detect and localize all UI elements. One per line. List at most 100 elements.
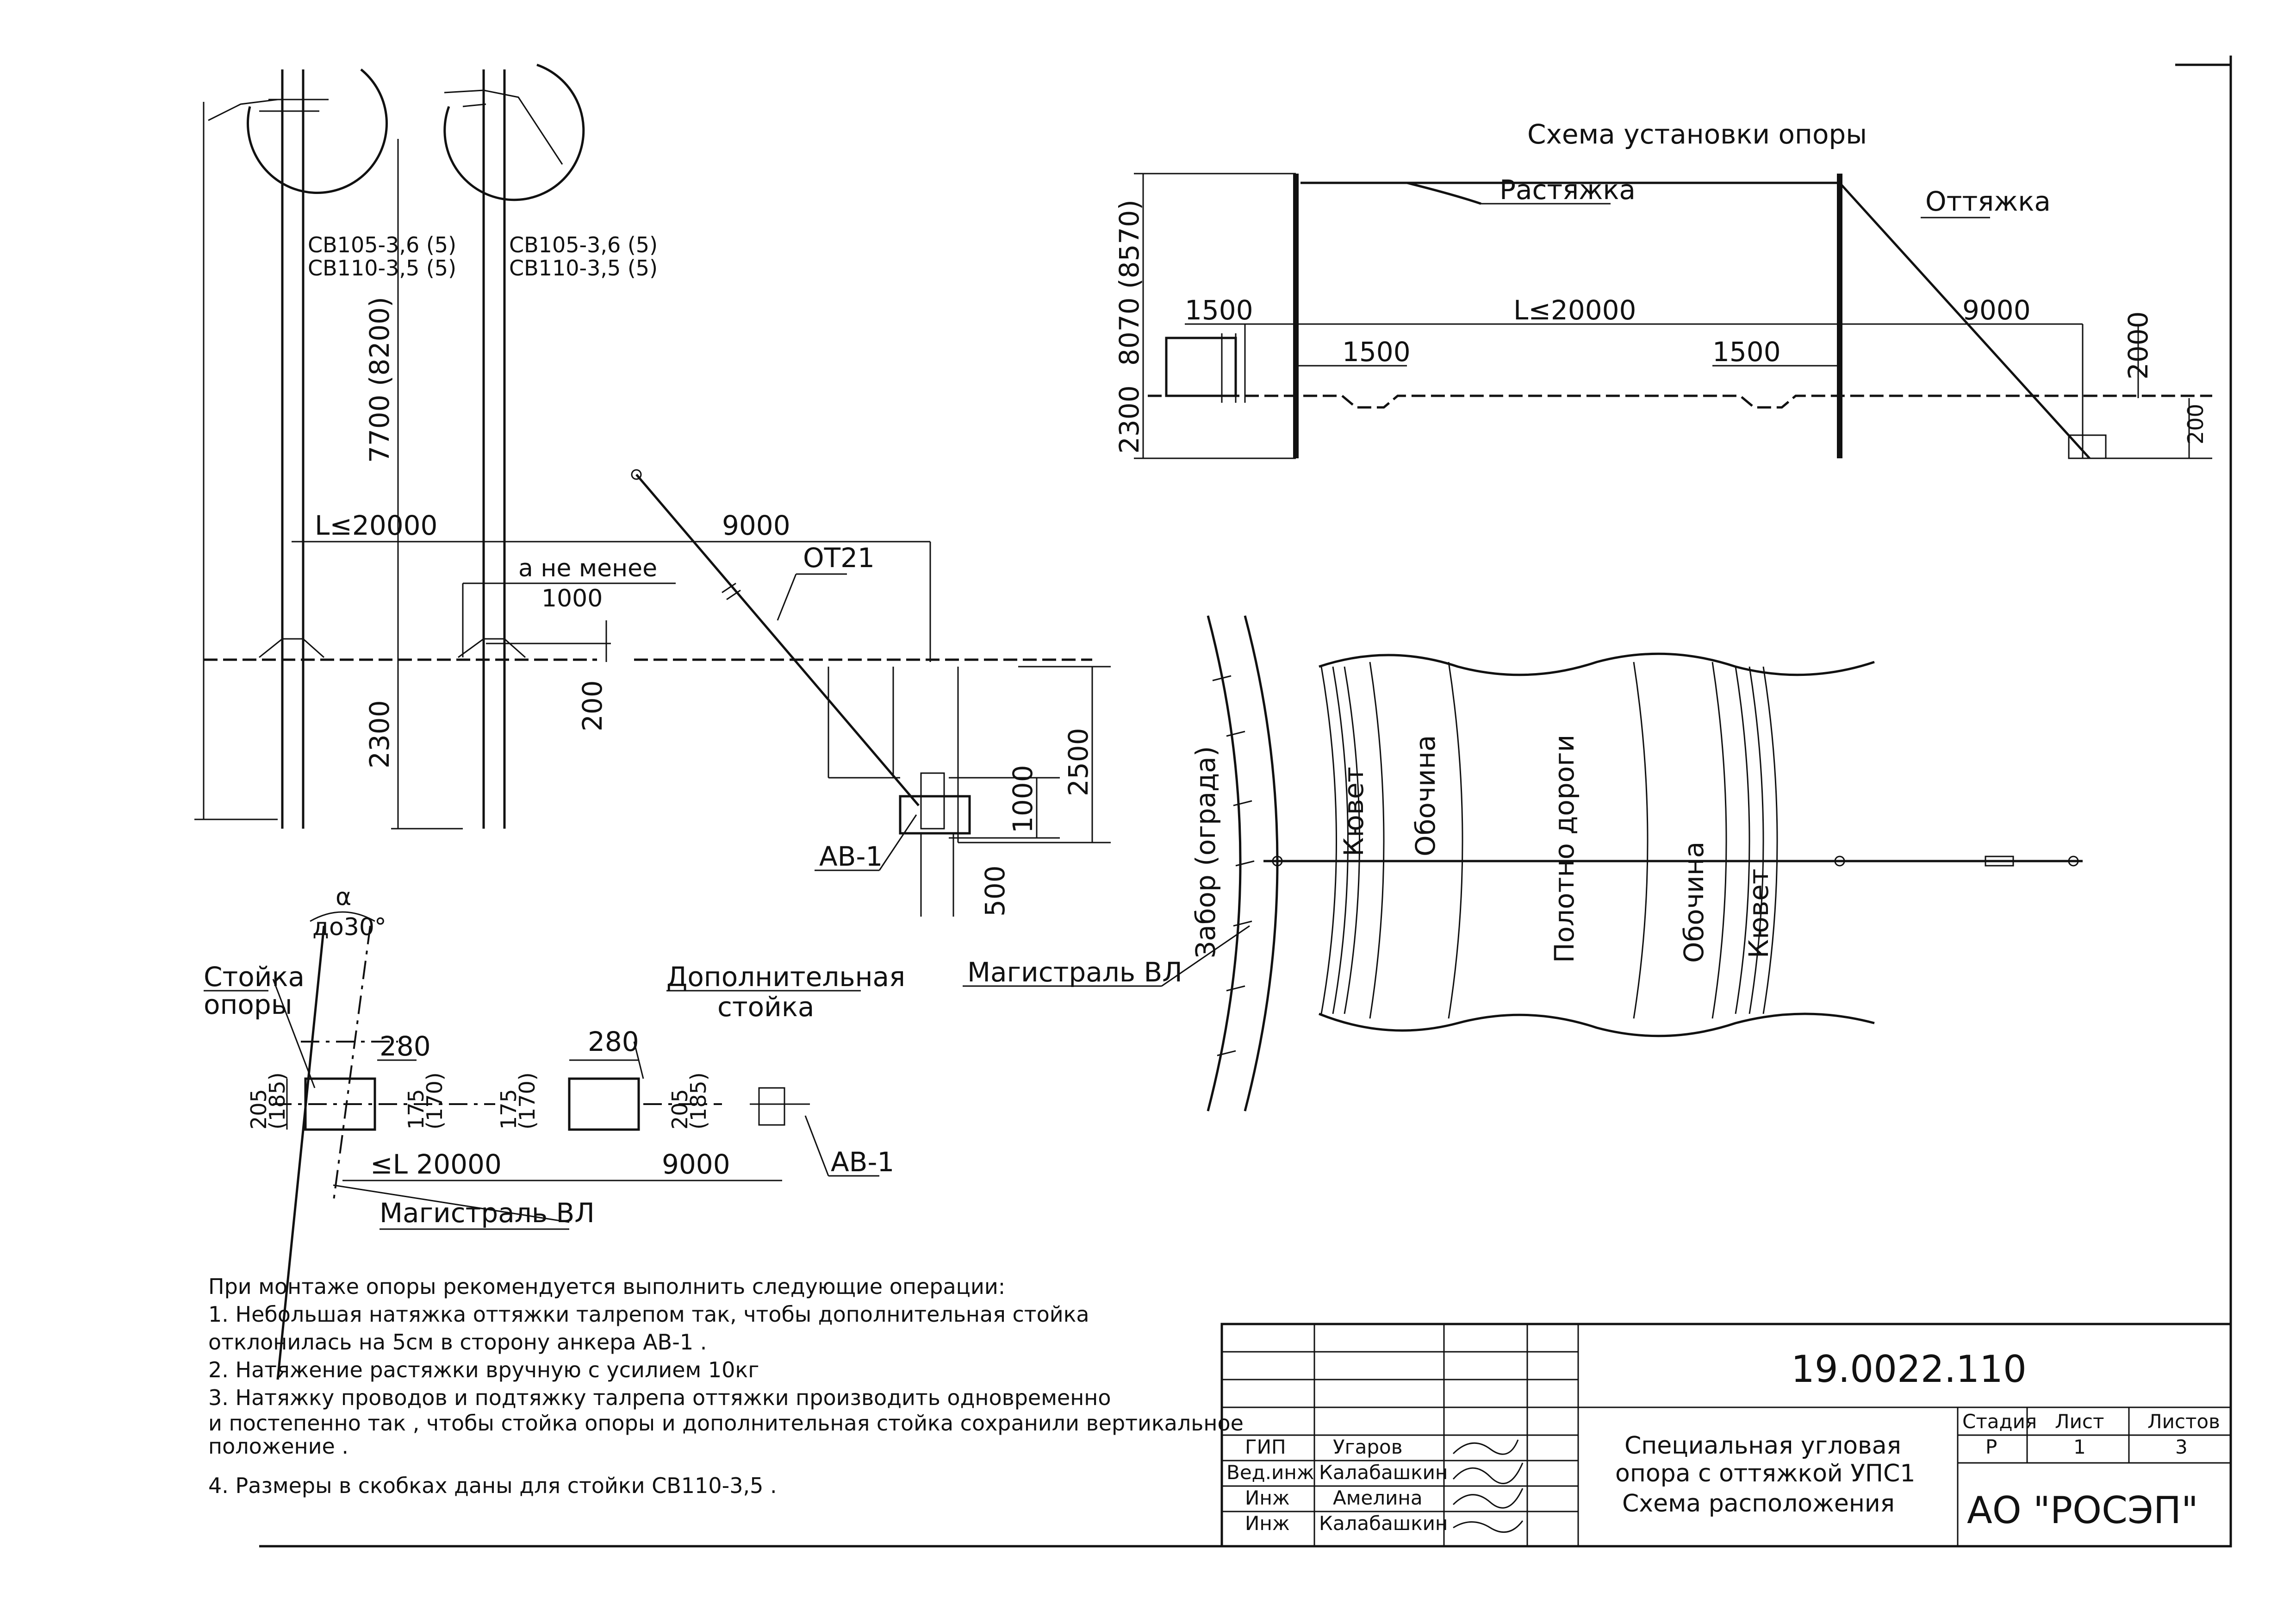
sheets-head: Листов [2147,1410,2220,1433]
dim-280-a: 280 [380,1031,431,1062]
pole-label-2b: СВ110-3,5 (5) [509,256,658,281]
title-block: 19.0022.110 Стадия Лист Листов Р 1 3 АО … [1220,1323,2232,1548]
role-1: Вед.инж [1226,1461,1314,1484]
ditch-left-label: Кювет [1338,767,1369,856]
dim-280-b: 280 [588,1026,639,1057]
pole-label-1a: СВ105-3,6 (5) [308,232,456,257]
note-line-6: положение . [208,1434,348,1459]
note-line-0: При монтаже опоры рекомендуется выполнит… [208,1274,1005,1299]
road-scheme: Забор (ограда) Кювет Обочина Полотно дор… [963,615,2083,1112]
stage-value: Р [1985,1436,1997,1458]
plan-anchor-label: АВ-1 [831,1146,894,1178]
guy-wire [635,474,920,806]
dim-175-b: 175 [496,1089,521,1130]
pole-footprint [304,1077,376,1131]
role-3: Инж [1245,1512,1290,1535]
right-200: 200 [2183,404,2208,444]
signature-2 [1452,1488,1524,1509]
dim-205-a: 205 [246,1089,271,1130]
extra-label-2: стойка [717,991,814,1023]
pole-label-2: опоры [204,989,292,1020]
name-1: Калабашкин [1319,1461,1448,1484]
name-2: Амелина [1333,1487,1423,1509]
dim-170-b: (170) [515,1072,540,1130]
ditch-1500a: 1500 [1342,336,1411,368]
pole-label: Стойка [204,961,305,993]
road-top [1319,652,1875,676]
anchor-block [899,795,971,835]
sheet-value: 1 [2073,1436,2086,1458]
install-anchor-9000: 9000 [1962,294,2031,326]
install-depth: 2300 [1114,385,1145,454]
install-ground [1148,394,2212,409]
alpha-label: α [336,883,351,911]
pole-label-1b: СВ110-3,5 (5) [308,256,456,281]
pole-label-2a: СВ105-3,6 (5) [509,232,658,257]
note-line-2: отклонилась на 5см в сторону анкера АВ-1… [208,1330,707,1355]
install-scheme: Схема установки опоры Растяжка Оттяжка 8… [1114,119,2212,459]
dim-170-a: (170) [422,1072,447,1130]
pole-depth-label: 2300 [364,700,395,768]
signature-0 [1452,1439,1519,1455]
dim-185-b: (185) [686,1072,711,1130]
min-label: а не менее [518,555,657,582]
right-2000: 2000 [2122,311,2154,380]
anchor-depth-label: 2500 [1063,728,1094,796]
extra-pole-footprint [568,1077,640,1131]
title-line-1: опора с оттяжкой УПС1 [1615,1460,1915,1487]
note-line-1: 1. Небольшая натяжка оттяжки талрепом та… [208,1302,1089,1327]
min-value: 1000 [541,585,603,612]
span-label: L≤20000 [315,510,437,541]
title-line-0: Специальная угловая [1624,1432,1901,1460]
dim-205-b: 205 [667,1089,692,1130]
sheet-head: Лист [2055,1410,2104,1433]
dim-185-a: (185) [265,1072,290,1130]
shoulder-left-label: Обочина [1410,735,1441,856]
ditch-1500b: 1500 [1712,336,1781,368]
anchor-block-label: 1000 [1007,765,1039,833]
role-2: Инж [1245,1487,1290,1509]
pole-height-label: 7700 (8200) [364,297,395,463]
ditch-right-label: Кювет [1743,868,1774,958]
shoulder-right-label: Обочина [1678,842,1710,963]
plan-line-label: Магистраль ВЛ [380,1197,595,1229]
note-line-7: 4. Размеры в скобках даны для стойки СВ1… [208,1473,777,1498]
anchor-distance-label: 9000 [722,510,790,541]
note-line-3: 2. Натяжение растяжки вручную с усилием … [208,1357,759,1382]
stage-head: Стадия [1962,1410,2037,1433]
role-0: ГИП [1245,1436,1286,1458]
signature-1 [1452,1462,1524,1485]
detail-circle-1 [247,69,388,194]
detail-circle-2 [443,63,585,201]
elevation-view: 7700 (8200) 2300 СВ105-3,6 (5) СВ110-3,5… [194,63,1111,917]
offset-200-label: 200 [577,680,608,731]
brace-label: Растяжка [1500,174,1636,206]
note-line-5: и постепенно так , чтобы стойка опоры и … [208,1411,1244,1436]
title-line-2: Схема расположения [1622,1490,1895,1518]
angle-label: до30° [312,913,386,941]
guy-wire-label: Оттяжка [1925,186,2051,217]
install-span: L≤20000 [1513,294,1636,326]
road-line-label: Магистраль ВЛ [967,956,1182,988]
guy-label: ОТ21 [803,542,875,574]
anchor-label: АВ-1 [819,841,883,872]
fence-label: Забор (ограда) [1190,746,1221,958]
anchor-width-label: 500 [979,865,1011,917]
install-left-1500: 1500 [1185,294,1253,326]
name-0: Угаров [1333,1436,1403,1458]
plan-span: ≤L 20000 [370,1149,502,1180]
signature-3 [1453,1520,1524,1533]
doc-number: 19.0022.110 [1791,1348,2027,1391]
company-name: АО "РОСЭП" [1967,1489,2198,1532]
dim-175-a: 175 [404,1089,429,1130]
extra-label-1: Дополнительная [666,961,905,993]
sheets-value: 3 [2175,1436,2188,1458]
notes: При монтаже опоры рекомендуется выполнит… [208,1274,1244,1498]
note-line-4: 3. Натяжку проводов и подтяжку талрепа о… [208,1385,1111,1410]
install-height: 8070 (8570) [1114,200,1145,366]
name-3: Калабашкин [1319,1512,1448,1535]
plan-anchor-dist: 9000 [662,1149,730,1180]
road-label: Полотно дороги [1549,735,1580,963]
plan-view: α до30° Стойка опоры 280 205 (185) 175 (… [204,883,905,1380]
